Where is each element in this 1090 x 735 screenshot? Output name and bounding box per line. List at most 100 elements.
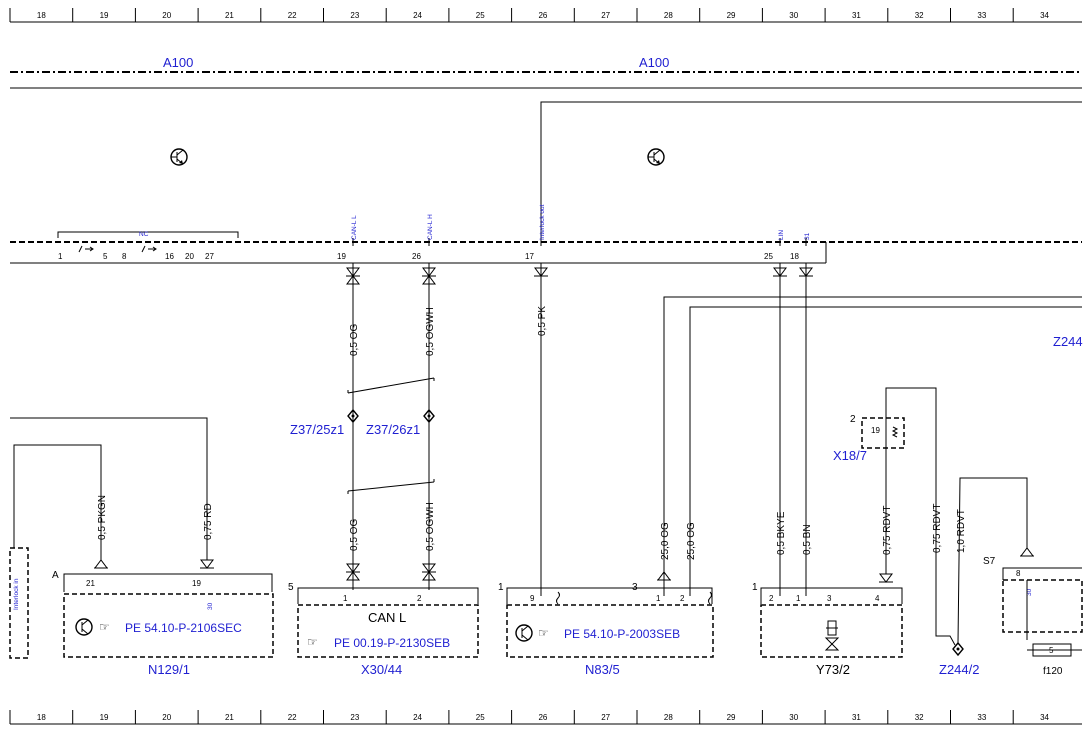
wire-rdvt-loop xyxy=(885,387,956,646)
x30-can-label: CAN L xyxy=(368,610,406,625)
a100-label-right[interactable]: A100 xyxy=(639,55,669,70)
grid-column-label: 30 xyxy=(789,713,798,722)
grid-column-label: 33 xyxy=(977,713,986,722)
component-f120[interactable]: 5 f120 xyxy=(1027,643,1082,677)
wire-label: 0,5 OGWH xyxy=(425,502,436,551)
grid-column-label: 21 xyxy=(225,713,234,722)
s7-pin: 8 xyxy=(1016,569,1021,578)
component-x18-7[interactable]: 2 19 X18/7 xyxy=(833,387,956,646)
twist-mark xyxy=(347,481,435,492)
x30-pin-1: 1 xyxy=(343,594,348,603)
z244-label[interactable]: Z244 xyxy=(1053,334,1083,349)
f120-fuse: 5 xyxy=(1049,646,1054,655)
n83-ref-link[interactable]: PE 54.10-P-2003SEB xyxy=(564,627,680,641)
y73-prefix: 1 xyxy=(752,582,758,593)
valve-icon xyxy=(824,620,840,651)
hand-pointer-icon: ☞ xyxy=(99,620,110,634)
grid-column-label: 22 xyxy=(288,11,297,20)
grid-column-label: 34 xyxy=(1040,713,1049,722)
grid-column-label: 30 xyxy=(789,11,798,20)
grid-column-label: 19 xyxy=(100,11,109,20)
wire-label: 0,5 BN xyxy=(802,524,813,555)
y73-name[interactable]: Y73/2 xyxy=(816,662,850,677)
grid-column-label: 25 xyxy=(476,713,485,722)
grid-column-label: 29 xyxy=(727,11,736,20)
component-n83-5[interactable]: 1 9 3 1 2 ☞ PE 54.10-P-2003SEB N83/5 xyxy=(498,582,714,677)
splice-label-z37-26[interactable]: Z37/26z1 xyxy=(366,422,420,437)
connector-arrow-icon xyxy=(94,547,1034,583)
signal-interlock-out: Interlock out xyxy=(539,204,546,240)
wire-pkgn xyxy=(13,444,102,560)
wire-label: 25,0 OG xyxy=(660,522,671,560)
wire-label: 1,0 RDVT xyxy=(956,509,967,553)
grid-column-label: 21 xyxy=(225,11,234,20)
grid-column-label: 27 xyxy=(601,713,610,722)
grid-column-label: 22 xyxy=(288,713,297,722)
n83-pin-1: 1 xyxy=(656,594,661,603)
grid-column-label: 18 xyxy=(37,713,46,722)
s7-name[interactable]: S7 xyxy=(983,556,996,567)
x30-pin-2: 2 xyxy=(417,594,422,603)
conn3-prefix: 3 xyxy=(632,582,638,593)
grid-column-label: 28 xyxy=(664,11,673,20)
y73-pin-2: 2 xyxy=(769,594,774,603)
splice-label-z244-2[interactable]: Z244/2 xyxy=(939,662,979,677)
signal-can-l: CAN-L L xyxy=(351,215,358,240)
wire-label: 0,5 OG xyxy=(349,324,360,356)
grid-column-label: 25 xyxy=(476,11,485,20)
n129-name[interactable]: N129/1 xyxy=(148,662,190,677)
hand-pointer-icon: ☞ xyxy=(538,626,549,640)
n83-prefix: 1 xyxy=(498,582,504,593)
interlock-in-label: Interlock in xyxy=(13,578,20,610)
transistor-icon xyxy=(75,618,93,636)
nc-label: NC xyxy=(139,231,149,238)
pin-1: 1 xyxy=(58,252,63,261)
grid-column-label: 24 xyxy=(413,11,422,20)
n129-prefix: A xyxy=(52,570,59,581)
wire-25og-b xyxy=(689,306,1082,596)
x30-name[interactable]: X30/44 xyxy=(361,662,402,677)
f120-name[interactable]: f120 xyxy=(1043,666,1063,677)
component-n129[interactable]: A 21 19 30 ☞ PE 54.10-P-2106SEC N129/1 xyxy=(52,570,274,677)
pin-27: 27 xyxy=(205,252,214,261)
wire-label: 0,75 RDVT xyxy=(882,506,893,555)
n83-pin-9: 9 xyxy=(530,594,535,603)
twist-mark xyxy=(347,377,435,394)
pin-25: 25 xyxy=(764,252,773,261)
x18-name[interactable]: X18/7 xyxy=(833,448,867,463)
pin-17: 17 xyxy=(525,252,534,261)
grid-column-label: 27 xyxy=(601,11,610,20)
grid-column-label: 32 xyxy=(915,11,924,20)
wire-label: 0,5 OGWH xyxy=(425,307,436,356)
wire-label: 0,75 RD xyxy=(203,503,214,540)
grid-column-label: 26 xyxy=(538,11,547,20)
x30-ref-link[interactable]: PE 00.19-P-2130SEB xyxy=(334,636,450,650)
y73-pin-4: 4 xyxy=(875,594,880,603)
n83-name[interactable]: N83/5 xyxy=(585,662,620,677)
grid-column-label: 20 xyxy=(162,713,171,722)
pin-20: 20 xyxy=(185,252,194,261)
component-y73-2[interactable]: 1 2 1 3 4 Y73/2 xyxy=(752,582,903,677)
a100-label-left[interactable]: A100 xyxy=(163,55,193,70)
wire-label: 0,5 PKGN xyxy=(97,495,108,540)
transistor-icon xyxy=(515,624,533,642)
n129-ref-link[interactable]: PE 54.10-P-2106SEC xyxy=(125,621,242,635)
wire-label: 25,0 OG xyxy=(686,522,697,560)
grid-column-label: 24 xyxy=(413,713,422,722)
component-s7[interactable]: S7 8 30 xyxy=(983,556,1083,640)
grid-column-label: 18 xyxy=(37,11,46,20)
resistor-icon xyxy=(891,426,899,438)
signal-31: 31 xyxy=(804,232,811,240)
n83-pin-2: 2 xyxy=(680,594,685,603)
splice-label-z37-25[interactable]: Z37/25z1 xyxy=(290,422,344,437)
wire-label: 0,5 PK xyxy=(537,306,548,336)
grid-column-label: 26 xyxy=(538,713,547,722)
transistor-icon xyxy=(647,148,665,166)
wire-rdvt-10 xyxy=(957,477,1028,644)
wire-label: 0,5 OG xyxy=(349,519,360,551)
interlock-wire xyxy=(540,101,1082,242)
grid-column-label: 33 xyxy=(977,11,986,20)
pin-5: 5 xyxy=(103,252,108,261)
grid-column-label: 29 xyxy=(727,713,736,722)
component-x30-44[interactable]: 5 1 2 CAN L ☞ PE 00.19-P-2130SEB X30/44 xyxy=(288,582,479,677)
